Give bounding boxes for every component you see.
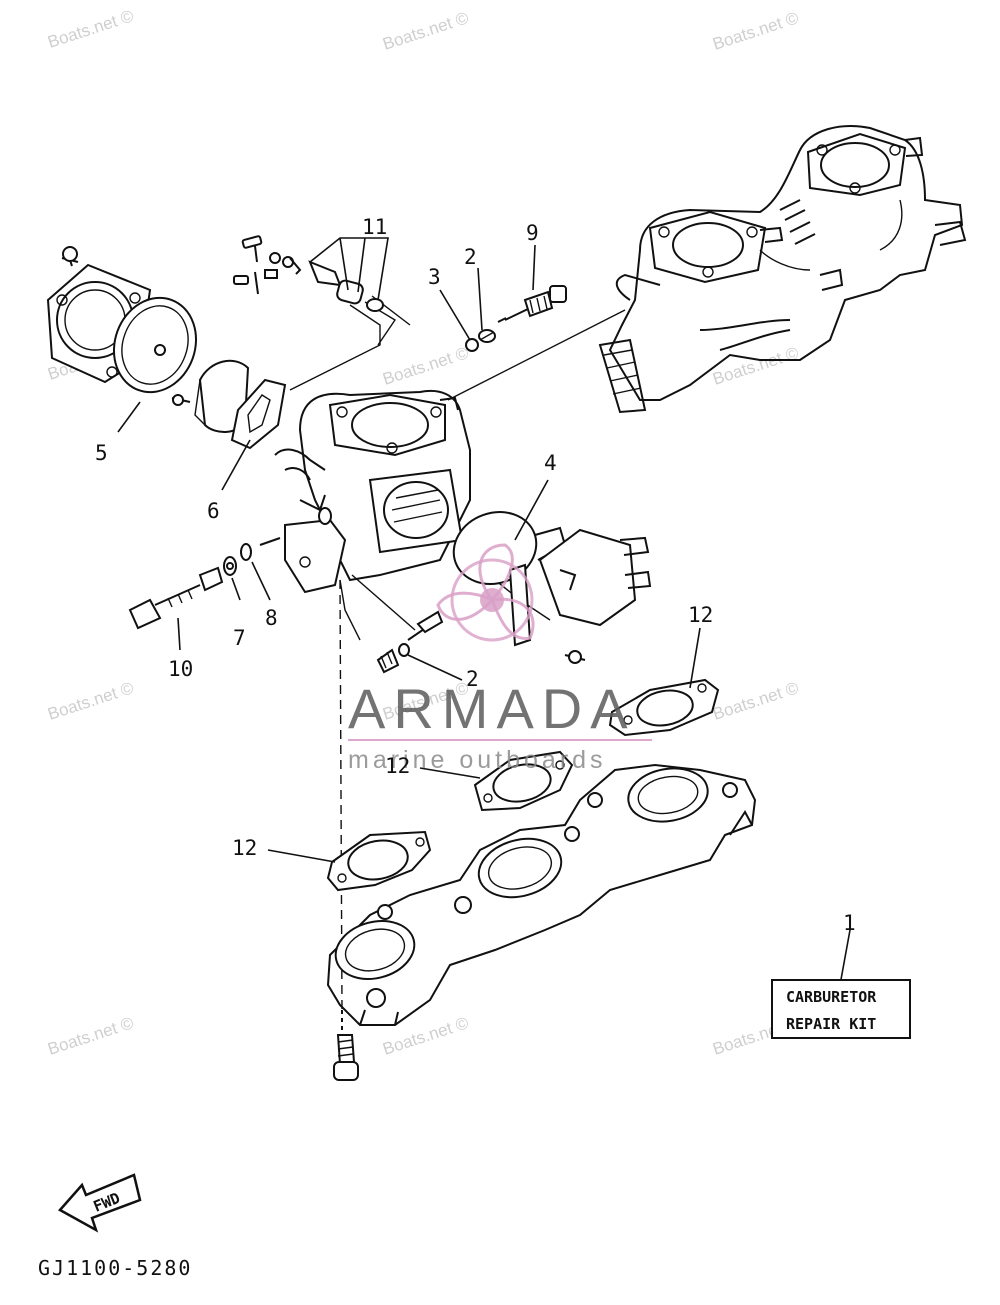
- part-10-screw: [128, 566, 224, 630]
- callout-2-lower: 2: [466, 667, 479, 691]
- callout-10: 10: [168, 657, 193, 681]
- callout-4: 4: [544, 451, 557, 475]
- callout-12-middle: 12: [385, 754, 410, 778]
- repair-kit-box: CARBURETOR REPAIR KIT: [771, 979, 911, 1039]
- rear-carburetor-assembly: [598, 125, 967, 414]
- part-12-gasket-right: [608, 678, 720, 737]
- diagram-code: GJ1100-5280: [38, 1256, 192, 1280]
- callout-labels: 1 2 2 3 4 5 6 7 8 9 10 11 12 12 12: [95, 215, 856, 935]
- part-4-throttle-assembly: [452, 511, 652, 664]
- carburetor-body: [274, 390, 471, 641]
- callout-7: 7: [233, 626, 246, 650]
- watermark: Boats.net ©: [710, 8, 801, 54]
- callout-9: 9: [526, 221, 539, 245]
- watermark: Boats.net ©: [710, 678, 801, 724]
- watermark: Boats.net ©: [380, 1013, 471, 1059]
- part-11-needle-valve-kit: [233, 235, 389, 312]
- callout-1: 1: [843, 911, 856, 935]
- part-8-o-ring: [240, 543, 252, 561]
- callout-8: 8: [265, 606, 278, 630]
- brand-name: ARMADA: [348, 677, 636, 740]
- part-5-diaphragm-assembly: [46, 246, 250, 433]
- part-3-washer: [465, 338, 479, 352]
- part-7-washer: [223, 556, 237, 576]
- fwd-arrow-icon: FWD: [58, 1173, 142, 1233]
- part-12-gasket-left: [326, 830, 432, 892]
- callout-12-left: 12: [232, 836, 257, 860]
- watermark: Boats.net ©: [380, 8, 471, 54]
- callout-11: 11: [362, 215, 387, 239]
- manifold-bolt: [333, 1010, 359, 1081]
- part-12-gasket-middle: [473, 750, 574, 812]
- callout-5: 5: [95, 441, 108, 465]
- callout-3: 3: [428, 265, 441, 289]
- callout-2-upper: 2: [464, 245, 477, 269]
- callout-leaders: [117, 244, 851, 986]
- brand-watermark: ARMADA marine outboards: [348, 543, 652, 774]
- watermark: Boats.net ©: [45, 6, 136, 52]
- callout-6: 6: [207, 499, 220, 523]
- part-2-spring-upper: [478, 329, 496, 343]
- part-2-spring-lower: [376, 610, 444, 674]
- choke-plunger-block: [259, 507, 347, 594]
- kit-line-2: REPAIR KIT: [786, 1015, 876, 1033]
- part-6-gasket: [230, 378, 287, 450]
- watermark: Boats.net ©: [45, 1013, 136, 1059]
- kit-line-1: CARBURETOR: [786, 988, 877, 1006]
- watermark: Boats.net ©: [45, 678, 136, 724]
- watermark: Boats.net ©: [380, 343, 471, 389]
- intake-manifold: [326, 763, 757, 1026]
- brand-tagline: marine outboards: [348, 746, 607, 774]
- part-9-pilot-screw: [497, 285, 567, 323]
- callout-12-right: 12: [688, 603, 713, 627]
